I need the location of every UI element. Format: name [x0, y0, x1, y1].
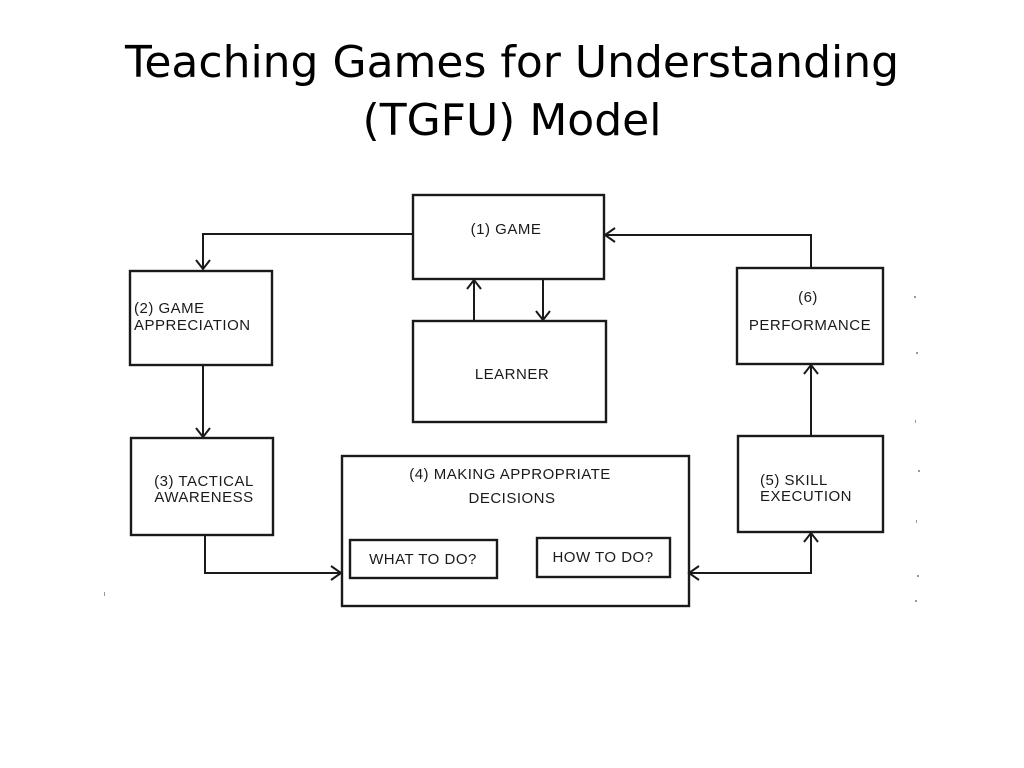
- arrowhead-up-game: [466, 278, 482, 290]
- learner-label: LEARNER: [475, 366, 549, 383]
- scan-specks: [104, 296, 920, 602]
- game-appreciation-label-2: APPRECIATION: [134, 317, 251, 334]
- connector-game-to-appreciation: [202, 233, 413, 268]
- arrowhead-down-appreciation: [195, 259, 211, 271]
- connector-performance-to-game: [606, 234, 812, 268]
- connector-tactical-to-decisions: [204, 535, 340, 574]
- decisions-label-2: DECISIONS: [468, 490, 555, 507]
- skill-execution-label-2: EXECUTION: [760, 488, 852, 505]
- slide-title: Teaching Games for Understanding (TGFU) …: [0, 34, 1024, 150]
- performance-label-1: (6): [798, 289, 818, 306]
- decisions-label-1: (4) MAKING APPROPRIATE: [409, 466, 611, 483]
- learner-box: [411, 319, 608, 424]
- title-line-1: Teaching Games for Understanding: [124, 37, 900, 88]
- skill-execution-label-1: (5) SKILL: [760, 472, 828, 489]
- tactical-awareness-label-2: AWARENESS: [154, 489, 253, 506]
- what-to-do-box: [348, 538, 499, 580]
- game-box: [411, 193, 606, 281]
- game-label: (1) GAME: [471, 221, 542, 238]
- what-to-do-label: WHAT TO DO?: [369, 551, 477, 568]
- arrowhead-up-performance: [803, 363, 819, 375]
- tactical-awareness-box: [129, 436, 275, 537]
- arrowhead-left-decisions: [687, 565, 700, 581]
- decisions-box: [340, 454, 691, 608]
- game-appreciation-box: [128, 269, 274, 367]
- performance-label-2: PERFORMANCE: [749, 317, 871, 334]
- game-appreciation-label-1: (2) GAME: [134, 300, 205, 317]
- arrowhead-down-learner: [535, 310, 551, 322]
- how-to-do-label: HOW TO DO?: [552, 549, 653, 566]
- arrowhead-down-tactical: [195, 427, 211, 439]
- arrowhead-left-game: [603, 227, 616, 243]
- arrowhead-up-skill: [803, 531, 819, 543]
- arrowhead-right-decisions: [330, 565, 343, 581]
- how-to-do-box: [535, 536, 672, 579]
- title-line-2: (TGFU) Model: [362, 95, 662, 146]
- performance-box: [735, 266, 885, 366]
- tactical-awareness-label-1: (3) TACTICAL: [154, 473, 254, 490]
- connector-decisions-to-skill: [689, 534, 812, 574]
